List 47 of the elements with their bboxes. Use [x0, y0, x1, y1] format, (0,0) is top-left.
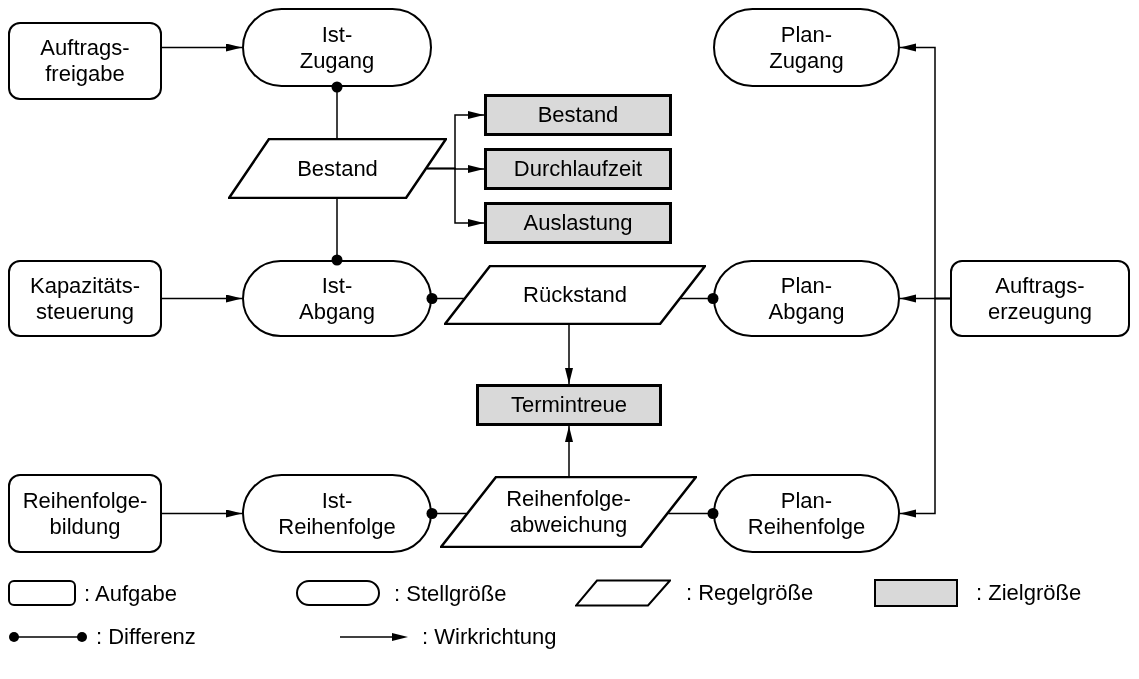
legend-text: : Differenz [96, 623, 196, 651]
node-label: Rückstand [523, 282, 627, 308]
target-variable-box [476, 384, 662, 426]
node-label: Reihenfolge- bildung [21, 487, 149, 540]
difference-connector [331, 198, 343, 266]
legend-text: : Regelgröße [686, 579, 814, 607]
arrow [565, 425, 573, 477]
difference-connector [667, 508, 719, 519]
arrow [426, 167, 485, 227]
node-label: Ist- Abgang [298, 272, 376, 325]
controlled-variable-parallelogram [444, 265, 706, 325]
arrow [161, 294, 243, 303]
node-label: Auftrags- freigabe [39, 35, 131, 87]
task-box [950, 260, 1130, 337]
node-label: Plan- Zugang [768, 21, 845, 74]
node-label: Reihenfolge- abweichung [505, 486, 632, 538]
arrow [565, 324, 573, 385]
task-box [8, 474, 162, 553]
difference-connector [680, 293, 719, 304]
node-label: Kapazitäts- steuerung [28, 272, 142, 325]
legend-text: : Zielgröße [976, 579, 1082, 607]
node-label: Auslastung [523, 210, 633, 236]
arrow [899, 297, 951, 518]
legend-text: : Wirkrichtung [422, 623, 557, 651]
node-label: Auftrags- erzeugung [987, 272, 1093, 325]
task-box [8, 22, 162, 100]
arrow [161, 43, 243, 52]
difference-connector [426, 508, 468, 519]
legend-text: : Stellgröße [394, 580, 507, 608]
task-box [8, 260, 162, 337]
arrow [161, 509, 243, 518]
node-label: Bestand [297, 155, 378, 182]
node-label: Ist- Zugang [298, 21, 376, 74]
node-label: Plan- Abgang [767, 272, 846, 325]
difference-connector [331, 81, 343, 139]
controlled-variable-parallelogram [440, 476, 697, 548]
node-label: Bestand [537, 102, 619, 128]
controlled-variable-parallelogram [228, 138, 447, 199]
difference-connector [426, 293, 465, 304]
legend-text: : Aufgabe [84, 580, 177, 608]
target-variable-box [484, 94, 672, 136]
target-variable-box [484, 148, 672, 190]
node-label: Durchlaufzeit [513, 156, 643, 182]
node-label: Plan- Reihenfolge [746, 487, 867, 540]
node-label: Termintreue [510, 392, 628, 418]
target-variable-box [484, 202, 672, 244]
node-label: Ist- Reihenfolge [277, 487, 397, 540]
